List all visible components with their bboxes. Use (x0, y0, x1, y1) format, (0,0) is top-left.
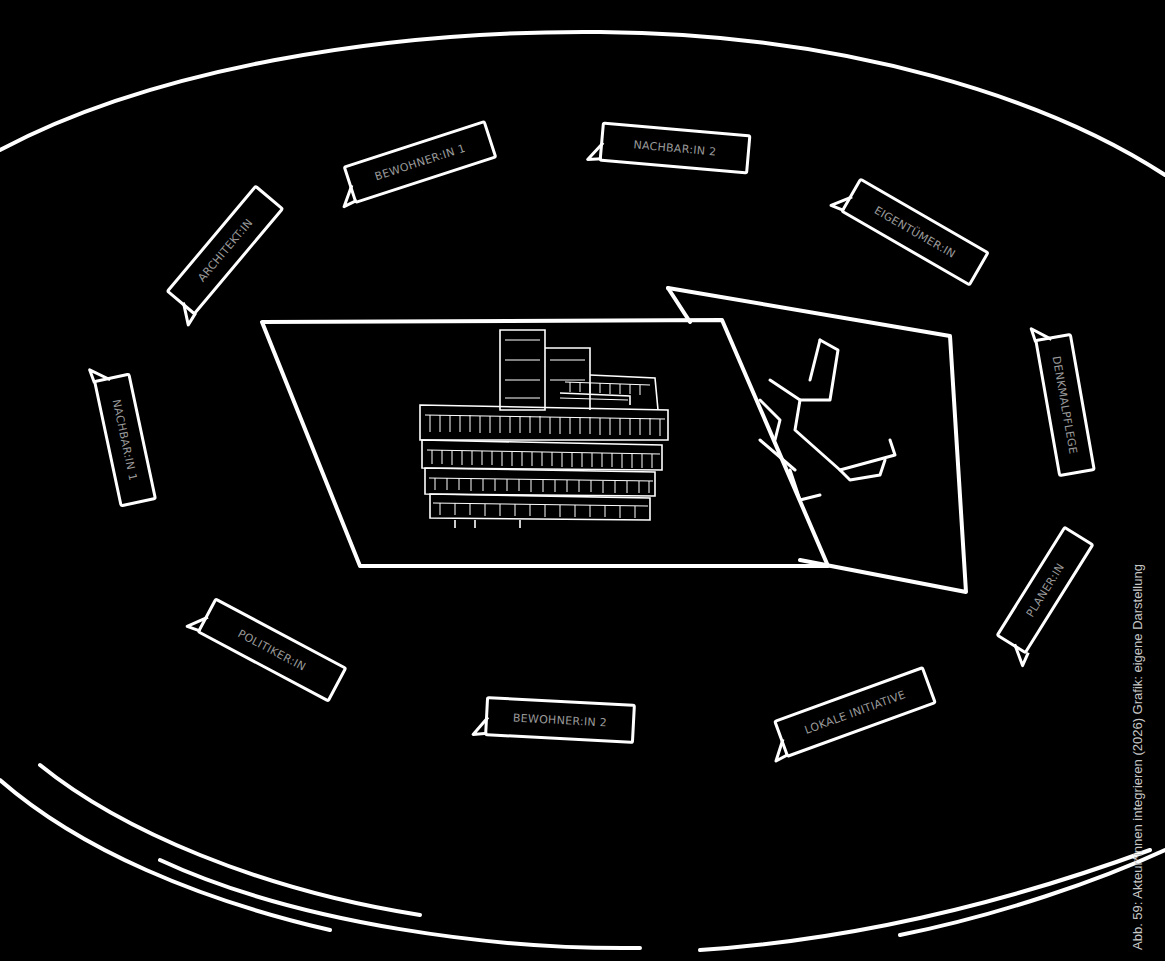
card-flap (337, 184, 363, 213)
card-label: NACHBAR:IN 1 (110, 398, 140, 482)
figure-caption: Abb. 59: Akteur*innen integrieren (2026)… (1130, 564, 1145, 950)
name-card: BEWOHNER:IN 2 (484, 696, 636, 744)
name-card: BEWOHNER:IN 1 (342, 120, 497, 204)
name-card: PLANER:IN (995, 525, 1094, 654)
name-card: POLITIKER:IN (196, 597, 347, 703)
card-flap (83, 364, 111, 389)
card-label: PLANER:IN (1023, 561, 1066, 620)
name-card: LOKALE INITIATIVE (773, 666, 937, 758)
name-card: NACHBAR:IN 2 (599, 122, 752, 175)
card-label: DENKMALPFLEGE (1050, 355, 1080, 455)
card-label: EIGENTÜMER:IN (872, 203, 958, 260)
card-flap (1006, 641, 1037, 671)
card-flap (471, 716, 492, 741)
card-label: POLITIKER:IN (236, 627, 308, 674)
name-card: NACHBAR:IN 1 (93, 372, 157, 507)
card-flap (768, 738, 795, 767)
card-flap (585, 141, 607, 167)
name-card: DENKMALPFLEGE (1034, 333, 1096, 477)
card-label: NACHBAR:IN 2 (633, 138, 717, 158)
card-flap (183, 610, 212, 641)
card-label: LOKALE INITIATIVE (803, 688, 907, 737)
card-flap (1025, 324, 1052, 348)
name-card: ARCHITEKT:IN (165, 184, 284, 316)
card-flap (826, 189, 855, 220)
card-label: BEWOHNER:IN 1 (373, 141, 467, 183)
card-label: BEWOHNER:IN 2 (513, 711, 608, 729)
card-label: ARCHITEKT:IN (195, 216, 255, 284)
name-card: EIGENTÜMER:IN (840, 177, 990, 287)
card-flap (173, 300, 204, 331)
